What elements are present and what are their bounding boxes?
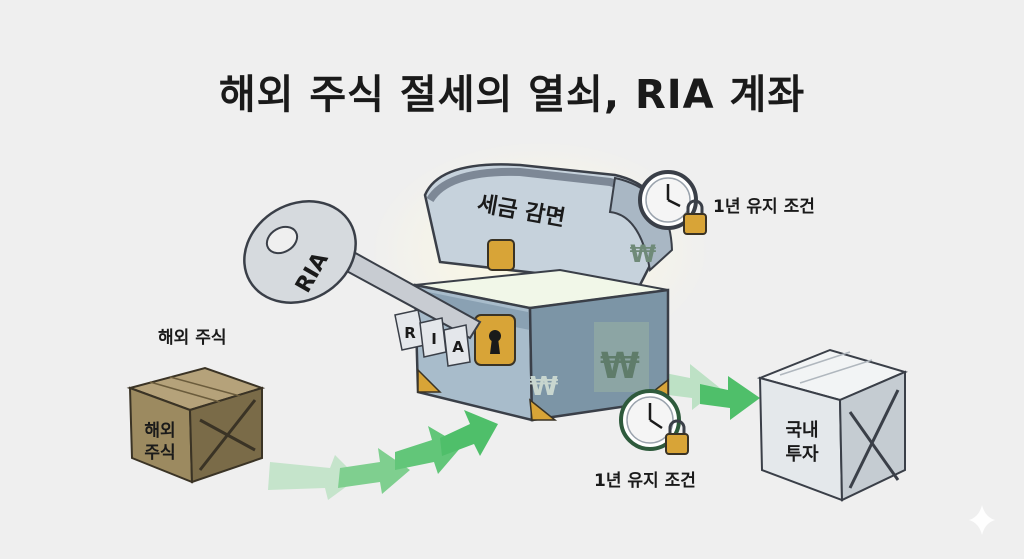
clock-lock-icon-bottom	[619, 389, 689, 455]
flow-arrows-left	[268, 410, 498, 500]
key-teeth: R I A	[394, 309, 471, 367]
source-crate: 해외 주식	[126, 366, 266, 484]
clock-lock-icon-top	[638, 170, 707, 235]
currency-mark-side: ₩	[600, 346, 640, 387]
key-tooth-i: I	[431, 330, 437, 348]
treasure-chest: 세금 감면 ₩ ₩ ₩	[413, 163, 674, 422]
lid-clasp	[487, 239, 515, 271]
page-title: 해외 주식 절세의 열쇠, RIA 계좌	[218, 72, 806, 118]
currency-mark-lid: ₩	[630, 240, 657, 268]
target-crate-line2: 투자	[785, 444, 819, 465]
ria-key: R I A RIA	[243, 200, 482, 367]
flow-arrows-right	[660, 364, 760, 420]
condition-label-bottom: 1년 유지 조건	[594, 471, 696, 491]
target-crate: 국내 투자	[756, 348, 908, 502]
key-tooth-a: A	[452, 338, 464, 356]
target-crate-line1: 국내	[785, 420, 818, 441]
source-crate-line2: 주식	[144, 443, 175, 463]
currency-mark-front: ₩	[530, 372, 559, 402]
source-crate-line1: 해외	[144, 421, 175, 441]
condition-label-top: 1년 유지 조건	[713, 197, 815, 217]
source-caption: 해외 주식	[158, 328, 227, 348]
sparkle-icon	[969, 505, 995, 535]
key-tooth-r: R	[404, 324, 416, 342]
